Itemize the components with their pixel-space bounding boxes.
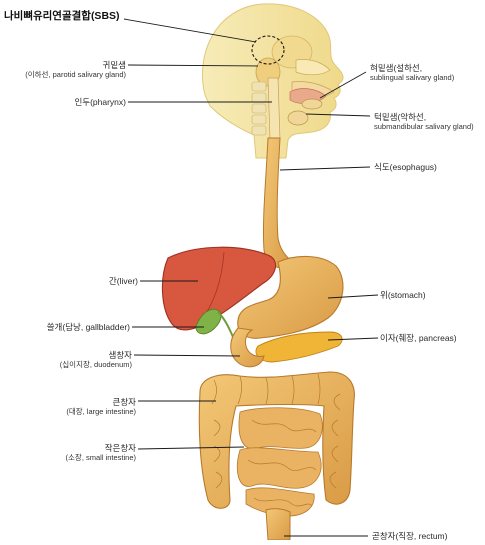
label-duodenum: 샘창자 (십이지장, duodenum) (2, 350, 132, 370)
stomach (237, 255, 344, 339)
label-sublingual-ko: 혀밑샘(설하선, (370, 63, 423, 73)
gallbladder (195, 308, 222, 335)
label-pancreas: 이자(췌장, pancreas) (380, 333, 457, 343)
label-small-intestine: 작은창자 (소장, small intestine) (2, 443, 136, 463)
label-sbs: 나비뼈유리연골결합(SBS) (4, 10, 120, 22)
label-parotid-ko: 귀밑샘 (102, 60, 126, 70)
label-duodenum-sub: (십이지장, duodenum) (59, 360, 132, 369)
label-pharynx: 인두(pharynx) (74, 97, 126, 107)
label-sublingual-sub: sublingual salivary gland) (370, 73, 455, 82)
pharynx (267, 77, 281, 141)
label-small-intestine-ko: 작은창자 (104, 443, 136, 453)
label-liver: 간(liver) (108, 276, 138, 286)
label-esophagus: 식도(esophagus) (374, 162, 437, 172)
label-rectum: 곧창자(직장, rectum) (372, 531, 448, 541)
label-parotid-sub: (이하선, parotid salivary gland) (25, 70, 126, 79)
small-intestine (236, 407, 323, 517)
label-large-intestine: 큰창자 (대장, large intestine) (2, 397, 136, 417)
label-gallbladder: 쓸개(담낭, gallbladder) (46, 322, 130, 332)
label-small-intestine-sub: (소장, small intestine) (65, 453, 136, 462)
pancreas (255, 331, 343, 363)
leader-lines (123, 18, 379, 537)
sublingual-gland (301, 98, 323, 110)
label-submandibular-sub: submandibular salivary gland) (374, 122, 474, 131)
liver (161, 246, 277, 331)
rectum (265, 508, 291, 541)
label-large-intestine-ko: 큰창자 (112, 397, 136, 407)
sbs-marker-circle (251, 35, 285, 65)
label-stomach: 위(stomach) (380, 290, 426, 300)
submandibular-gland (287, 110, 309, 126)
esophagus (262, 137, 293, 269)
label-large-intestine-sub: (대장, large intestine) (66, 407, 136, 416)
label-submandibular: 턱밑샘(악하선, submandibular salivary gland) (374, 112, 474, 132)
label-submandibular-ko: 턱밑샘(악하선, (374, 112, 427, 122)
label-parotid: 귀밑샘 (이하선, parotid salivary gland) (2, 60, 126, 80)
label-duodenum-ko: 샘창자 (108, 350, 132, 360)
large-intestine (198, 371, 355, 509)
label-sublingual: 혀밑샘(설하선, sublingual salivary gland) (370, 63, 454, 83)
